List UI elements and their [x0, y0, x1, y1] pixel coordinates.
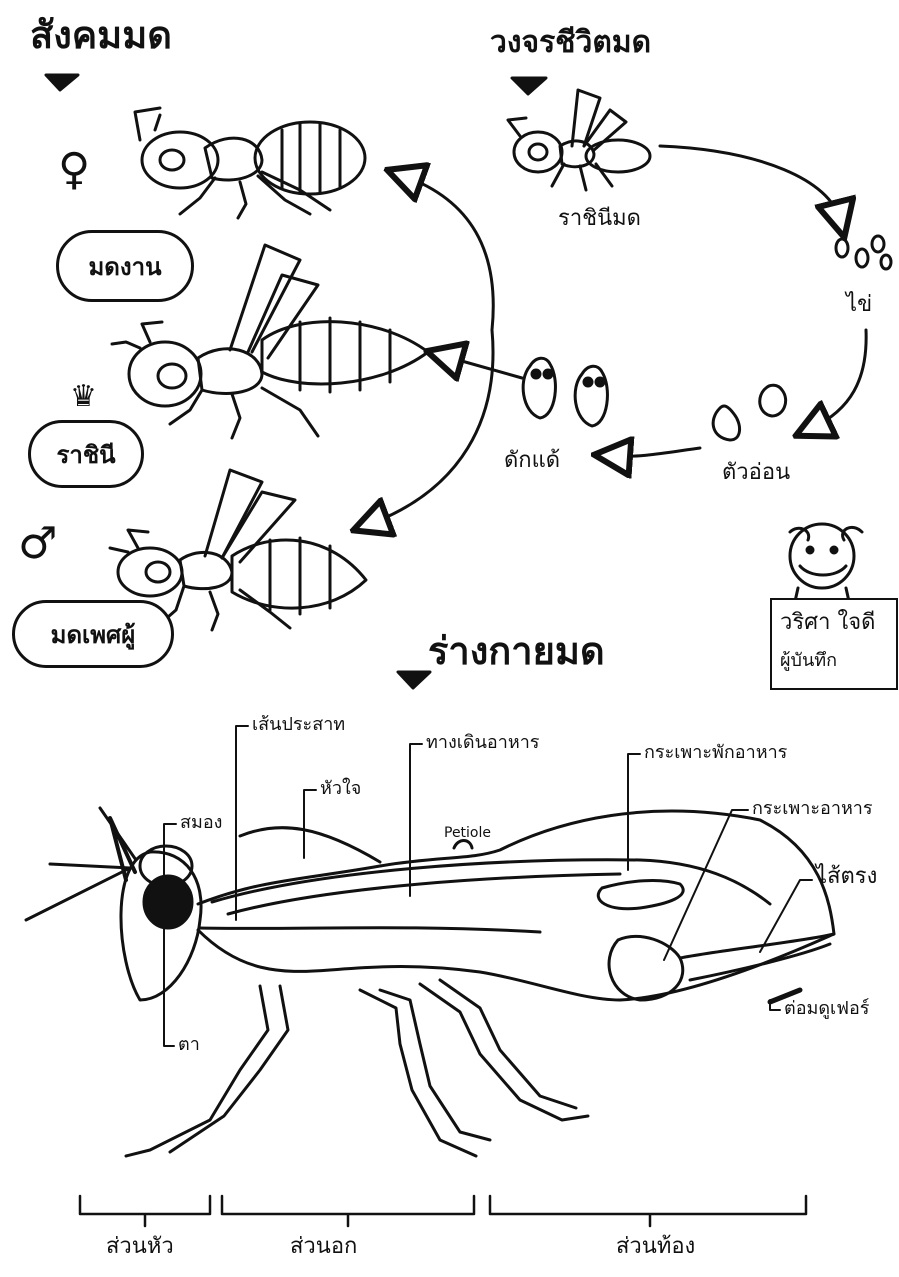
- anatomy-title: ร่างกายมด: [428, 632, 605, 670]
- recorder-character: [790, 524, 862, 606]
- male-symbol-icon: ♂: [18, 522, 57, 566]
- arrow-egg-to-larva: [812, 330, 866, 428]
- section-brackets: [80, 1196, 806, 1226]
- society-title-triangle: [46, 75, 78, 90]
- larva-label: ตัวอ่อน: [722, 462, 790, 484]
- dufour-gland-label: ต่อมดูเฟอร์: [784, 1000, 869, 1018]
- male-bubble: มดเพศผู้: [12, 600, 174, 668]
- section-head-label: ส่วนหัว: [106, 1236, 174, 1258]
- brain-label: สมอง: [180, 814, 222, 832]
- larvae-drawing: [713, 385, 786, 440]
- queen-bubble: ราชินี: [28, 420, 144, 488]
- crown-icon: ♛: [70, 382, 97, 412]
- anatomy-title-triangle: [398, 672, 430, 688]
- worker-ant-drawing: [135, 108, 365, 218]
- recorder-card: วริศา ใจดี ผู้บันทึก: [770, 598, 898, 690]
- arrow-to-worker: [404, 176, 493, 330]
- lifecycle-title-triangle: [512, 78, 546, 94]
- eggs-drawing: [836, 236, 891, 269]
- nerve-label: เส้นประสาท: [252, 716, 345, 734]
- heart-label: หัวใจ: [320, 780, 361, 798]
- pupae-drawing: [523, 358, 607, 426]
- rectum-label: ไส้ตรง: [816, 866, 877, 888]
- petiole-label: Petiole: [444, 826, 491, 840]
- recorder-name: วริศา ใจดี: [780, 612, 875, 634]
- lifecycle-queen-label: ราชินีมด: [558, 208, 641, 230]
- section-thorax-label: ส่วนอก: [290, 1236, 357, 1258]
- society-title: สังคมมด: [30, 16, 172, 54]
- lifecycle-title: วงจรชีวิตมด: [490, 28, 651, 58]
- egg-label: ไข่: [846, 294, 872, 316]
- lifecycle-queen-drawing: [508, 90, 650, 190]
- section-abdomen-label: ส่วนท้อง: [616, 1236, 695, 1258]
- pupa-label: ดักแด้: [504, 450, 560, 472]
- arrow-to-male: [370, 330, 493, 524]
- recorder-role: ผู้บันทึก: [780, 652, 837, 670]
- arrow-queen-to-egg: [660, 146, 840, 220]
- arrow-larva-to-pupa: [612, 448, 700, 456]
- stomach-label: กระเพาะอาหาร: [752, 800, 873, 818]
- anatomy-ant-drawing: [26, 808, 834, 1156]
- arrow-pupa-to-queen: [444, 356, 522, 378]
- worker-bubble: มดงาน: [56, 230, 194, 302]
- eye-label: ตา: [178, 1036, 200, 1054]
- digestive-tract-label: ทางเดินอาหาร: [426, 734, 539, 752]
- crop-label: กระเพาะพักอาหาร: [644, 744, 787, 762]
- female-symbol-icon: ♀: [58, 148, 90, 192]
